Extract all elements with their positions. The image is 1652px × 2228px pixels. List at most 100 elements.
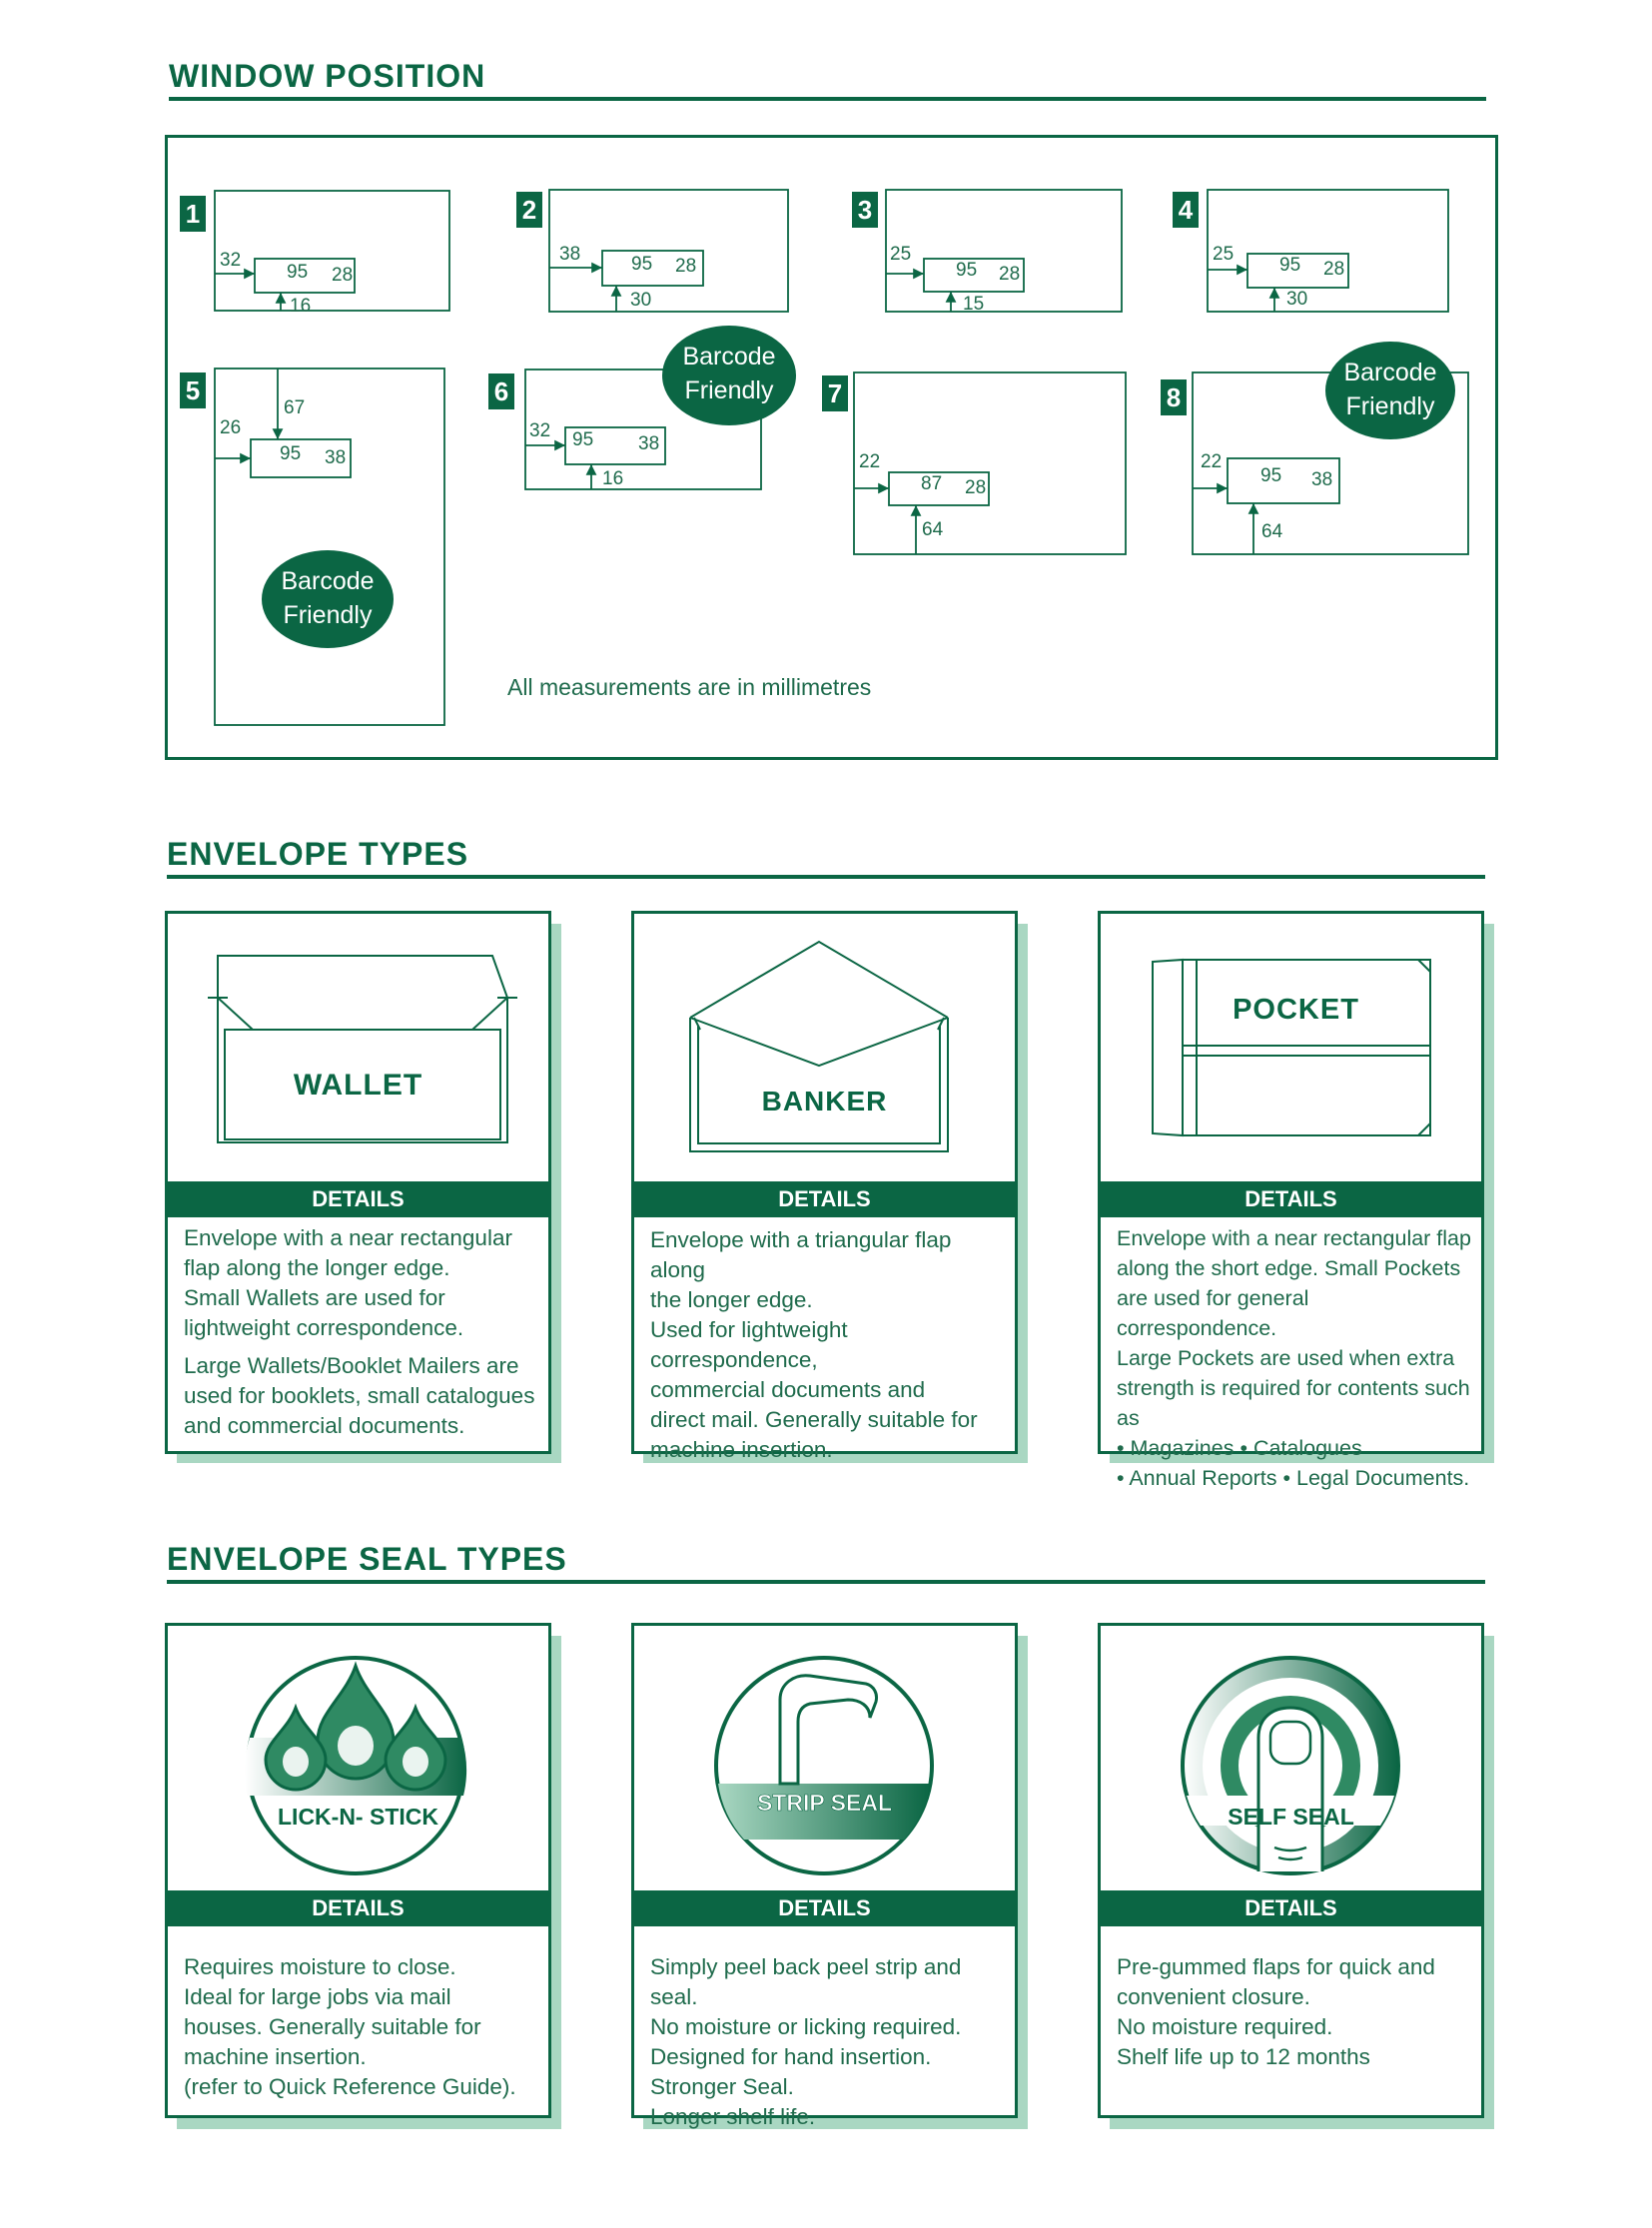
- envelope-type-name: POCKET: [1233, 994, 1359, 1026]
- window-diagrams: [214, 189, 1469, 726]
- description-line: houses. Generally suitable for: [184, 2014, 481, 2039]
- barcode-friendly-badge: Barcode Friendly: [262, 550, 394, 648]
- dimension-label-left: 22: [859, 451, 881, 472]
- envelope-types-title: ENVELOPE TYPES: [167, 836, 469, 872]
- dimension-label-bottom: 30: [1286, 289, 1308, 310]
- badge-line: Barcode: [281, 567, 375, 595]
- wallet-envelope-icon: [208, 955, 517, 1143]
- barcode-friendly-badge: Barcode Friendly: [1325, 342, 1455, 439]
- description-line: the longer edge.: [650, 1287, 813, 1312]
- diagram-number-tag: 8: [1161, 379, 1187, 415]
- diagram-number-tag: 4: [1173, 192, 1199, 228]
- dimension-label-width: 95: [1279, 255, 1301, 276]
- description-line: Stronger Seal.: [650, 2074, 794, 2099]
- dimension-label-height: 28: [965, 477, 987, 498]
- description-line: Requires moisture to close.: [184, 1954, 456, 1979]
- envelope-card-banker: BANKER DETAILS Envelope with a triangula…: [631, 911, 1018, 1462]
- description-line: machine insertion.: [650, 1437, 833, 1462]
- description-line: are used for general correspondence.: [1117, 1286, 1309, 1340]
- window-position-title: WINDOW POSITION: [169, 58, 486, 94]
- badge-line: Barcode: [1343, 359, 1437, 386]
- dimension-label-height: 38: [325, 447, 347, 468]
- dimension-label-height: 28: [1323, 259, 1345, 280]
- dimension-label-width: 95: [280, 443, 302, 464]
- description-line: Pre-gummed flaps for quick and: [1117, 1954, 1435, 1979]
- envelope-card-pocket: POCKET DETAILS Envelope with a near rect…: [1098, 911, 1484, 1490]
- description-line: • Magazines • Catalogues: [1117, 1436, 1362, 1460]
- window-diagram-6: [524, 369, 762, 490]
- measurement-note: All measurements are in millimetres: [507, 674, 872, 700]
- dimension-label-width: 95: [287, 262, 309, 283]
- description-line: strength is required for contents such a…: [1117, 1376, 1470, 1430]
- description-line: Small Wallets are used for: [184, 1285, 445, 1310]
- dimension-label-height: 28: [332, 265, 354, 286]
- description-line: used for booklets, small catalogues: [184, 1383, 535, 1408]
- description-line: • Annual Reports • Legal Documents.: [1117, 1466, 1470, 1490]
- window-diagram-2: [548, 189, 789, 313]
- description-line: and commercial documents.: [184, 1413, 465, 1438]
- window-diagram-1: [214, 190, 450, 312]
- description-line: Ideal for large jobs via mail: [184, 1984, 451, 2009]
- dimension-label-width: 95: [631, 254, 653, 275]
- dimension-label-top: 67: [284, 397, 306, 418]
- badge-line: Friendly: [283, 601, 373, 629]
- seal-type-name: LICK-N- STICK: [278, 1804, 438, 1830]
- details-header: DETAILS: [634, 1181, 1015, 1217]
- dimension-label-height: 28: [675, 256, 697, 277]
- seal-description: Requires moisture to close. Ideal for la…: [184, 1952, 538, 2102]
- details-header: DETAILS: [634, 1890, 1015, 1926]
- dimension-label-width: 87: [921, 473, 943, 494]
- description-line: Envelope with a near rectangular: [184, 1225, 512, 1250]
- dimension-label-bottom: 64: [922, 519, 944, 540]
- dimension-label-width: 95: [572, 429, 594, 450]
- dimension-label-left: 38: [559, 244, 581, 265]
- dimension-label-bottom: 16: [602, 468, 624, 489]
- description-line: No moisture or licking required.: [650, 2014, 962, 2039]
- dimension-label-bottom: 64: [1261, 521, 1283, 542]
- window-position-panel: [165, 135, 1498, 760]
- description-line: Longer shelf life.: [650, 2104, 816, 2129]
- description-line: commercial documents and: [650, 1377, 926, 1402]
- dimension-label-left: 25: [1213, 244, 1235, 265]
- section-rule: [167, 875, 1485, 879]
- seal-types-title: ENVELOPE SEAL TYPES: [167, 1541, 567, 1577]
- description-line: machine insertion.: [184, 2044, 367, 2069]
- dimension-label-width: 95: [956, 260, 978, 281]
- dimension-label-height: 38: [1311, 469, 1333, 490]
- seal-card-lick-n-stick: LICK-N- STICK DETAILS Requires moisture …: [165, 1623, 551, 2118]
- dimension-label-left: 22: [1201, 451, 1223, 472]
- envelope-description: Envelope with a near rectangular flap al…: [184, 1223, 538, 1441]
- details-header: DETAILS: [1101, 1890, 1481, 1926]
- seal-type-name: STRIP SEAL: [756, 1790, 893, 1817]
- diagram-number-tag: 2: [516, 192, 542, 228]
- description-line: (refer to Quick Reference Guide).: [184, 2074, 516, 2099]
- pocket-envelope-icon: [1152, 958, 1431, 1137]
- seal-card-self-seal: SELF SEAL DETAILS Pre-gummed flaps for q…: [1098, 1623, 1484, 2118]
- section-rule: [167, 1580, 1485, 1584]
- finger-press-icon: [1181, 1656, 1400, 1875]
- window-diagram-4: [1207, 189, 1449, 313]
- description-line: flap along the longer edge.: [184, 1255, 450, 1280]
- badge-line: Barcode: [682, 343, 776, 371]
- seal-type-name: SELF SEAL: [1228, 1804, 1354, 1830]
- details-header: DETAILS: [1101, 1181, 1481, 1217]
- description-line: No moisture required.: [1117, 2014, 1333, 2039]
- dimension-label-width: 95: [1260, 465, 1282, 486]
- dimension-label-height: 38: [638, 433, 660, 454]
- description-line: Envelope with a near rectangular flap: [1117, 1226, 1471, 1250]
- diagram-number-tag: 6: [488, 373, 514, 409]
- banker-envelope-icon: [689, 940, 949, 1152]
- window-diagram-5: [214, 368, 445, 726]
- seal-description: Simply peel back peel strip and seal. No…: [650, 1952, 1005, 2132]
- dimension-label-left: 32: [220, 250, 242, 271]
- details-header: DETAILS: [168, 1181, 548, 1217]
- diagram-number-tag: 3: [852, 192, 878, 228]
- envelope-description: Envelope with a near rectangular flap al…: [1117, 1223, 1471, 1493]
- description-line: Envelope with a triangular flap along: [650, 1227, 952, 1282]
- envelope-description: Envelope with a triangular flap along th…: [650, 1225, 1005, 1465]
- description-line: convenient closure.: [1117, 1984, 1310, 2009]
- description-line: Used for lightweight correspondence,: [650, 1317, 848, 1372]
- dimension-label-left: 26: [220, 417, 242, 438]
- window-diagram-7: [853, 371, 1127, 555]
- dimension-label-left: 32: [529, 420, 551, 441]
